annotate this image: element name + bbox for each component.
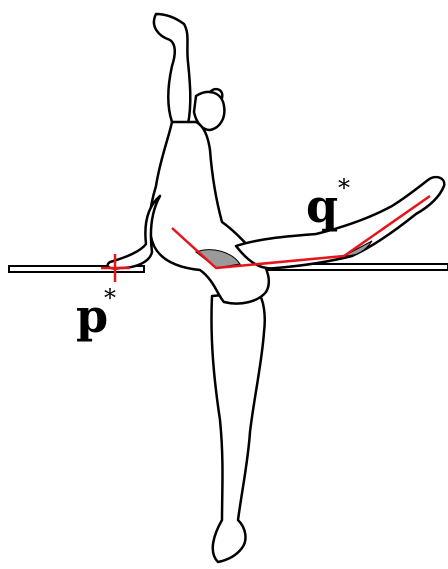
label-q-superscript: * — [338, 174, 350, 202]
dancer-figure — [108, 14, 445, 562]
torso — [150, 122, 269, 304]
label-p-superscript: * — [104, 284, 116, 312]
standing-leg — [211, 292, 264, 562]
raised-arm — [154, 14, 190, 124]
label-q: q — [306, 179, 338, 233]
